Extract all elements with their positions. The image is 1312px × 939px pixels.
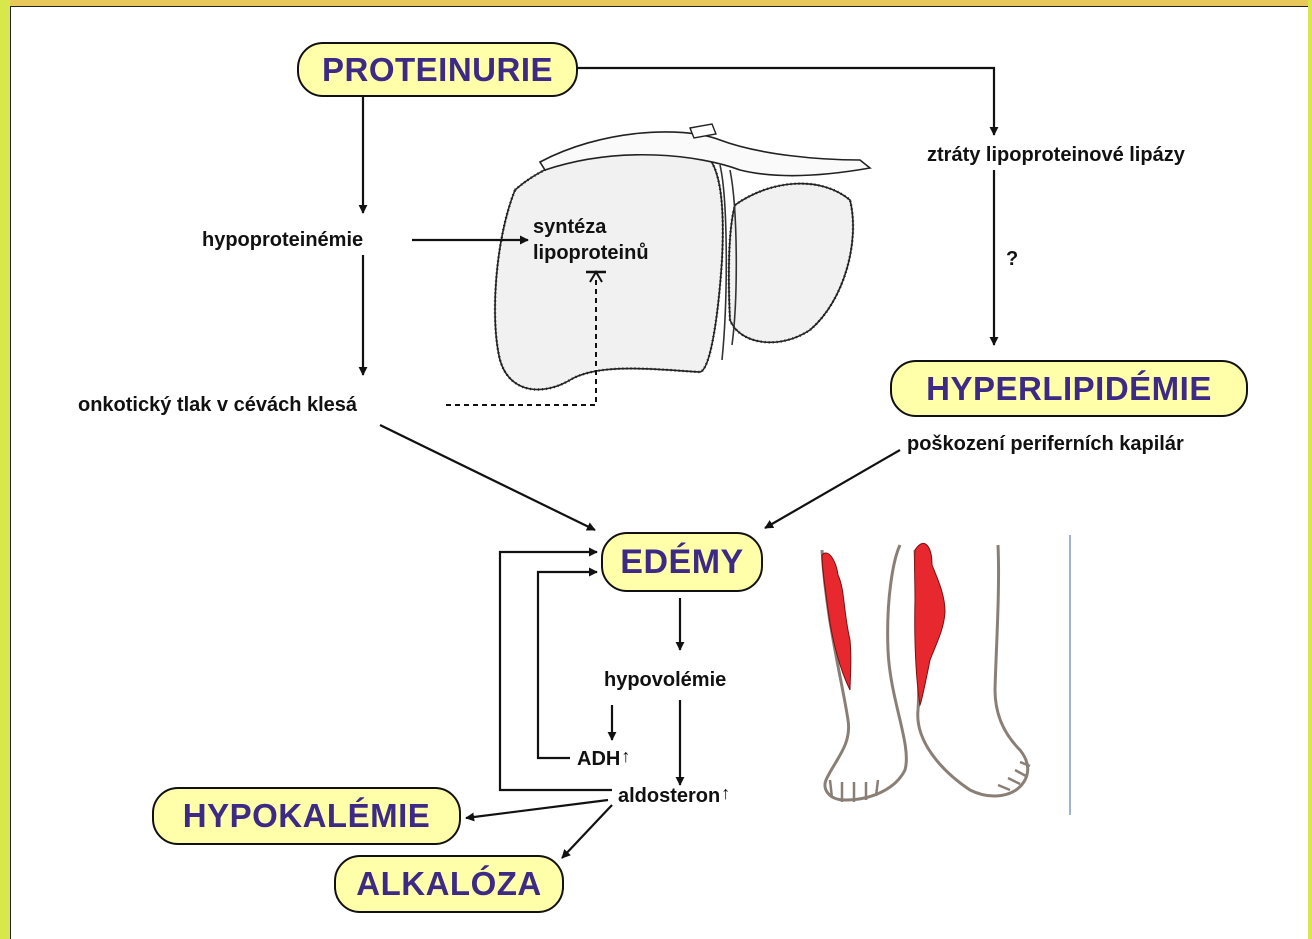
node-alkaloza: ALKALÓZA: [334, 855, 564, 913]
node-hyperlipidemie-label: HYPERLIPIDÉMIE: [926, 370, 1212, 408]
label-ztraty: ztráty lipoproteinové lipázy: [927, 143, 1185, 167]
node-hyperlipidemie: HYPERLIPIDÉMIE: [890, 360, 1248, 417]
label-hypoproteinemie: hypoproteinémie: [202, 228, 363, 252]
liver-left-lobe: [729, 184, 853, 343]
label-hypovolemie: hypovolémie: [604, 668, 726, 692]
label-adh: ADH↑: [577, 747, 630, 771]
label-question: ?: [1006, 247, 1018, 271]
leg-right-highlight: [915, 543, 945, 705]
label-aldosteron: aldosteron↑: [618, 784, 730, 808]
node-edemy: EDÉMY: [601, 532, 763, 592]
arrow-proteinurie-to-ztraty: [578, 68, 994, 135]
arrow-adh-feedback: [538, 572, 597, 758]
node-hypokalemie: HYPOKALÉMIE: [152, 787, 461, 845]
node-proteinurie-label: PROTEINURIE: [322, 51, 553, 89]
legs-illustration: [822, 535, 1070, 815]
label-poskozeni: poškození periferních kapilár: [907, 432, 1184, 456]
label-synteza: syntéza lipoproteinů: [533, 214, 649, 266]
node-edemy-label: EDÉMY: [620, 543, 743, 582]
arrow-onkoticky-to-edemy: [380, 425, 595, 530]
arrow-aldosteron-to-hypokalemie: [466, 800, 608, 818]
node-alkaloza-label: ALKALÓZA: [356, 865, 541, 903]
up-arrow-icon: ↑: [721, 783, 730, 803]
node-proteinurie: PROTEINURIE: [297, 42, 578, 97]
up-arrow-icon: ↑: [621, 746, 630, 766]
liver-right-lobe: [495, 146, 723, 389]
node-hypokalemie-label: HYPOKALÉMIE: [183, 797, 431, 835]
arrow-poskozeni-to-edemy: [765, 450, 900, 528]
label-onkoticky: onkotický tlak v cévách klesá: [78, 393, 357, 417]
leg-right-toes: [998, 762, 1030, 790]
arrow-aldosteron-to-alkaloza: [562, 805, 612, 858]
leg-left-highlight: [822, 553, 851, 690]
